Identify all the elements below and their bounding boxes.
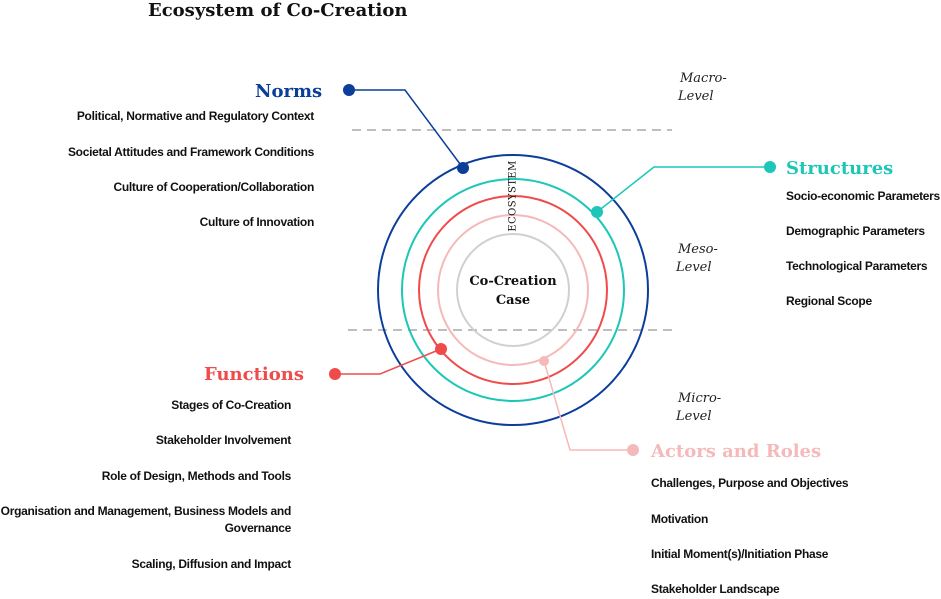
functions-ring [418,195,608,385]
functions-dot [329,368,341,380]
actors-heading: Actors and Roles [651,441,822,462]
actors-item: Challenges, Purpose and Objectives [651,476,849,490]
actors-ring-dot [539,356,549,366]
norms-ring-dot [457,162,469,174]
actors-item: Initial Moment(s)/Initiation Phase [651,547,829,561]
co-creation-case-label: Co-Creation Case [469,274,557,308]
functions-item: Scaling, Diffusion and Impact [131,557,292,571]
functions-ring-dot [435,343,447,355]
case-ring [456,233,570,347]
norms-item: Culture of Innovation [199,215,315,229]
macro-level-label: Macro- Level [678,71,727,104]
functions-item: Governance [224,521,292,535]
ecosystem-ring-label: ECOSYSTEM [507,160,519,232]
structures-item: Demographic Parameters [786,224,925,238]
actors-item: Motivation [651,512,708,526]
structures-ring [401,178,625,402]
structures-heading: Structures [786,158,894,179]
norms-heading: Norms [255,81,323,102]
functions-item: Role of Design, Methods and Tools [101,469,292,483]
diagram-title: Ecosystem of Co-Creation [148,0,408,21]
structures-connector [596,166,770,213]
norms-connector [349,89,464,169]
actors-connector [543,360,633,451]
actors-item: Stakeholder Landscape [651,582,780,596]
functions-item: Stakeholder Involvement [155,433,291,447]
functions-connector [335,348,442,375]
structures-item: Socio-economic Parameters [786,189,940,203]
structures-item: Regional Scope [786,294,872,308]
norms-item: Culture of Cooperation/Collaboration [113,180,314,194]
structures-item: Technological Parameters [786,259,928,273]
meso-level-label: Meso- Level [676,242,718,275]
micro-level-label: Micro- Level [676,391,722,424]
norms-item: Societal Attitudes and Framework Conditi… [67,145,314,159]
actors-dot [627,444,639,456]
norms-item: Political, Normative and Regulatory Cont… [76,109,314,123]
functions-item: Stages of Co-Creation [171,398,291,412]
norms-dot [343,84,355,96]
actors-ring [437,214,589,366]
structures-dot [764,161,776,173]
functions-heading: Functions [204,364,304,385]
structures-ring-dot [591,206,603,218]
norms-ring [377,154,649,426]
functions-item: Organisation and Management, Business Mo… [0,504,292,518]
